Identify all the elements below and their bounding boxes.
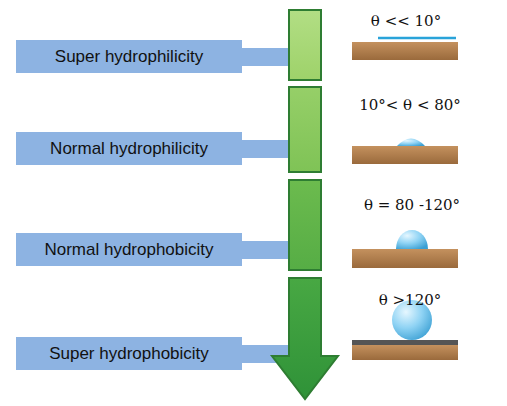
contact-angle-label: θ << 10° bbox=[371, 12, 441, 30]
contact-angle-label: 10°< θ < 80° bbox=[359, 96, 461, 114]
category-box: Super hydrophilicity bbox=[16, 40, 242, 73]
contact-angle-label: θ = 80 -120° bbox=[364, 196, 460, 214]
category-box: Normal hydrophobicity bbox=[16, 233, 242, 266]
category-label: Normal hydrophobicity bbox=[44, 240, 213, 260]
category-label: Super hydrophilicity bbox=[55, 47, 203, 67]
connector-tab bbox=[240, 48, 290, 363]
category-box: Normal hydrophilicity bbox=[16, 132, 242, 165]
category-label: Normal hydrophilicity bbox=[50, 139, 208, 159]
category-box: Super hydrophobicity bbox=[16, 337, 242, 370]
scale-bar bbox=[272, 10, 338, 399]
contact-angle-label: θ >120° bbox=[379, 291, 442, 309]
category-label: Super hydrophobicity bbox=[49, 344, 209, 364]
